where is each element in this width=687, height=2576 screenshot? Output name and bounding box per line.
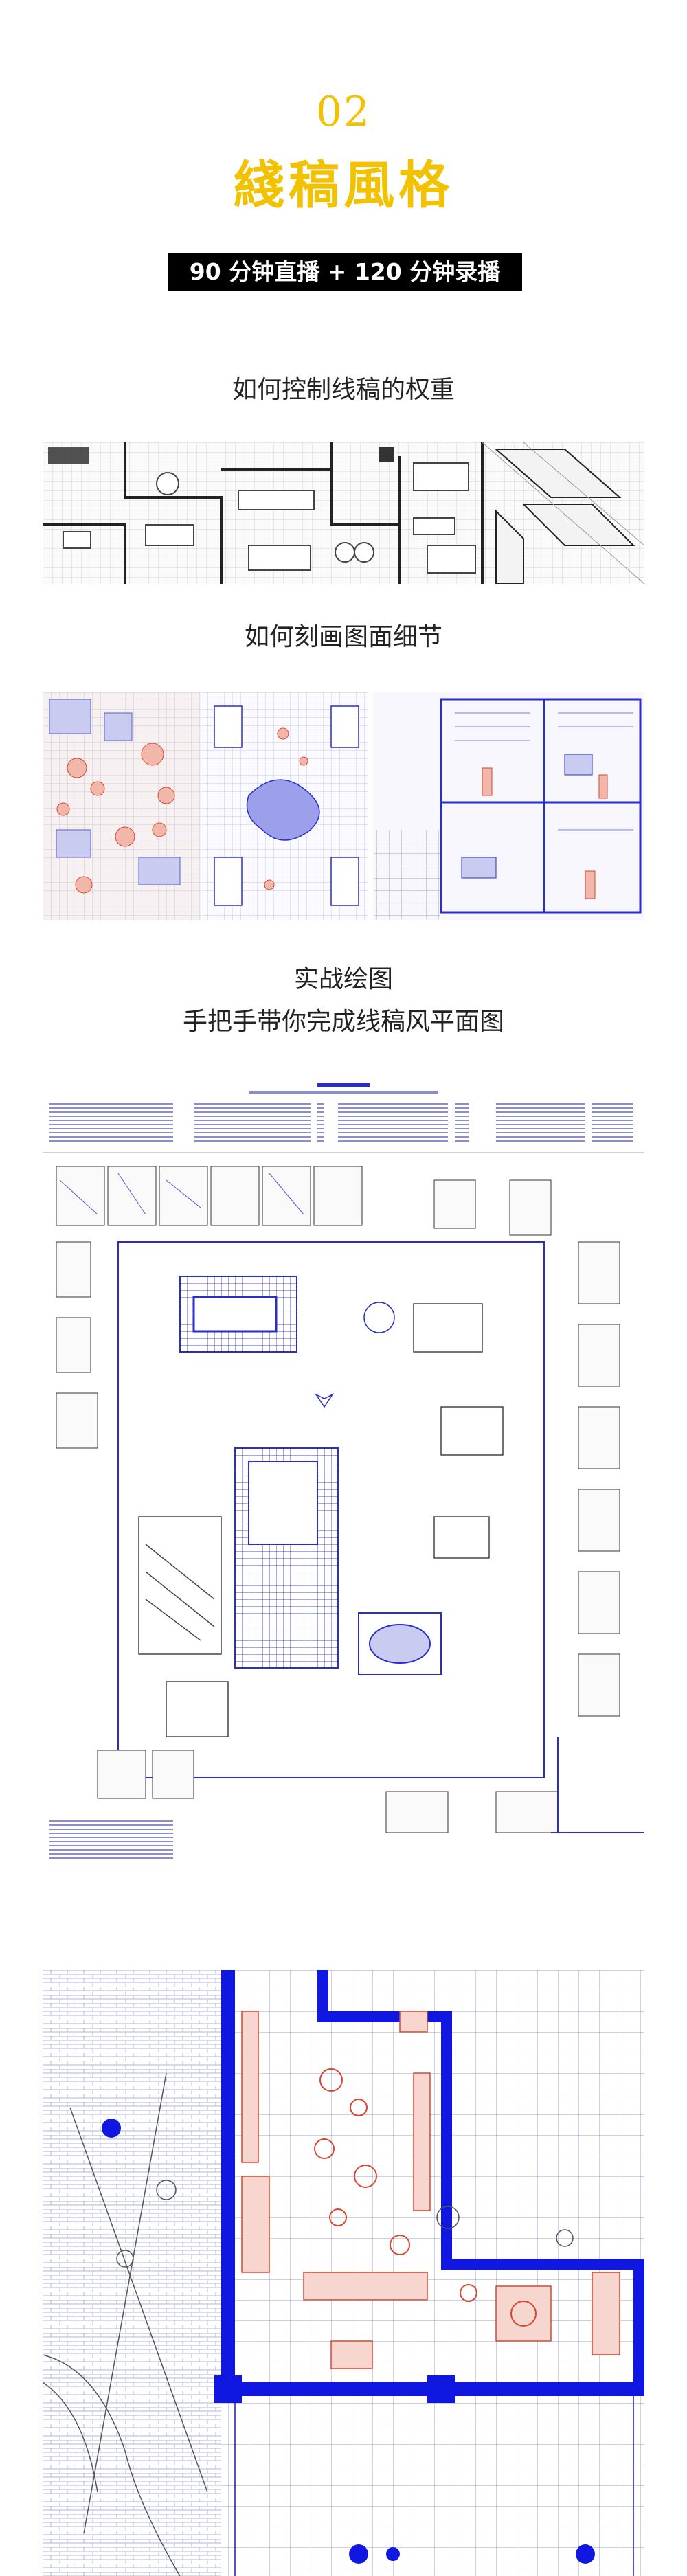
heading-practice-sub: 手把手带你完成线稿风平面图: [182, 1008, 504, 1036]
detail-plan-image: [43, 692, 644, 920]
duration-badge: 90 分钟直播 + 120 分钟录播: [168, 253, 522, 291]
blue-red-plan-image: [43, 1970, 644, 2576]
section-title: 綫稿風格: [234, 156, 453, 215]
heading-detail: 如何刻画图面细节: [244, 623, 442, 651]
section-number: 02: [315, 88, 372, 136]
axonometric-board-image: [43, 1077, 644, 1874]
heading-practice: 实战绘图: [293, 965, 393, 993]
heading-line-weight: 如何控制线稿的权重: [232, 376, 455, 404]
lineweight-plan-image: [43, 442, 644, 584]
